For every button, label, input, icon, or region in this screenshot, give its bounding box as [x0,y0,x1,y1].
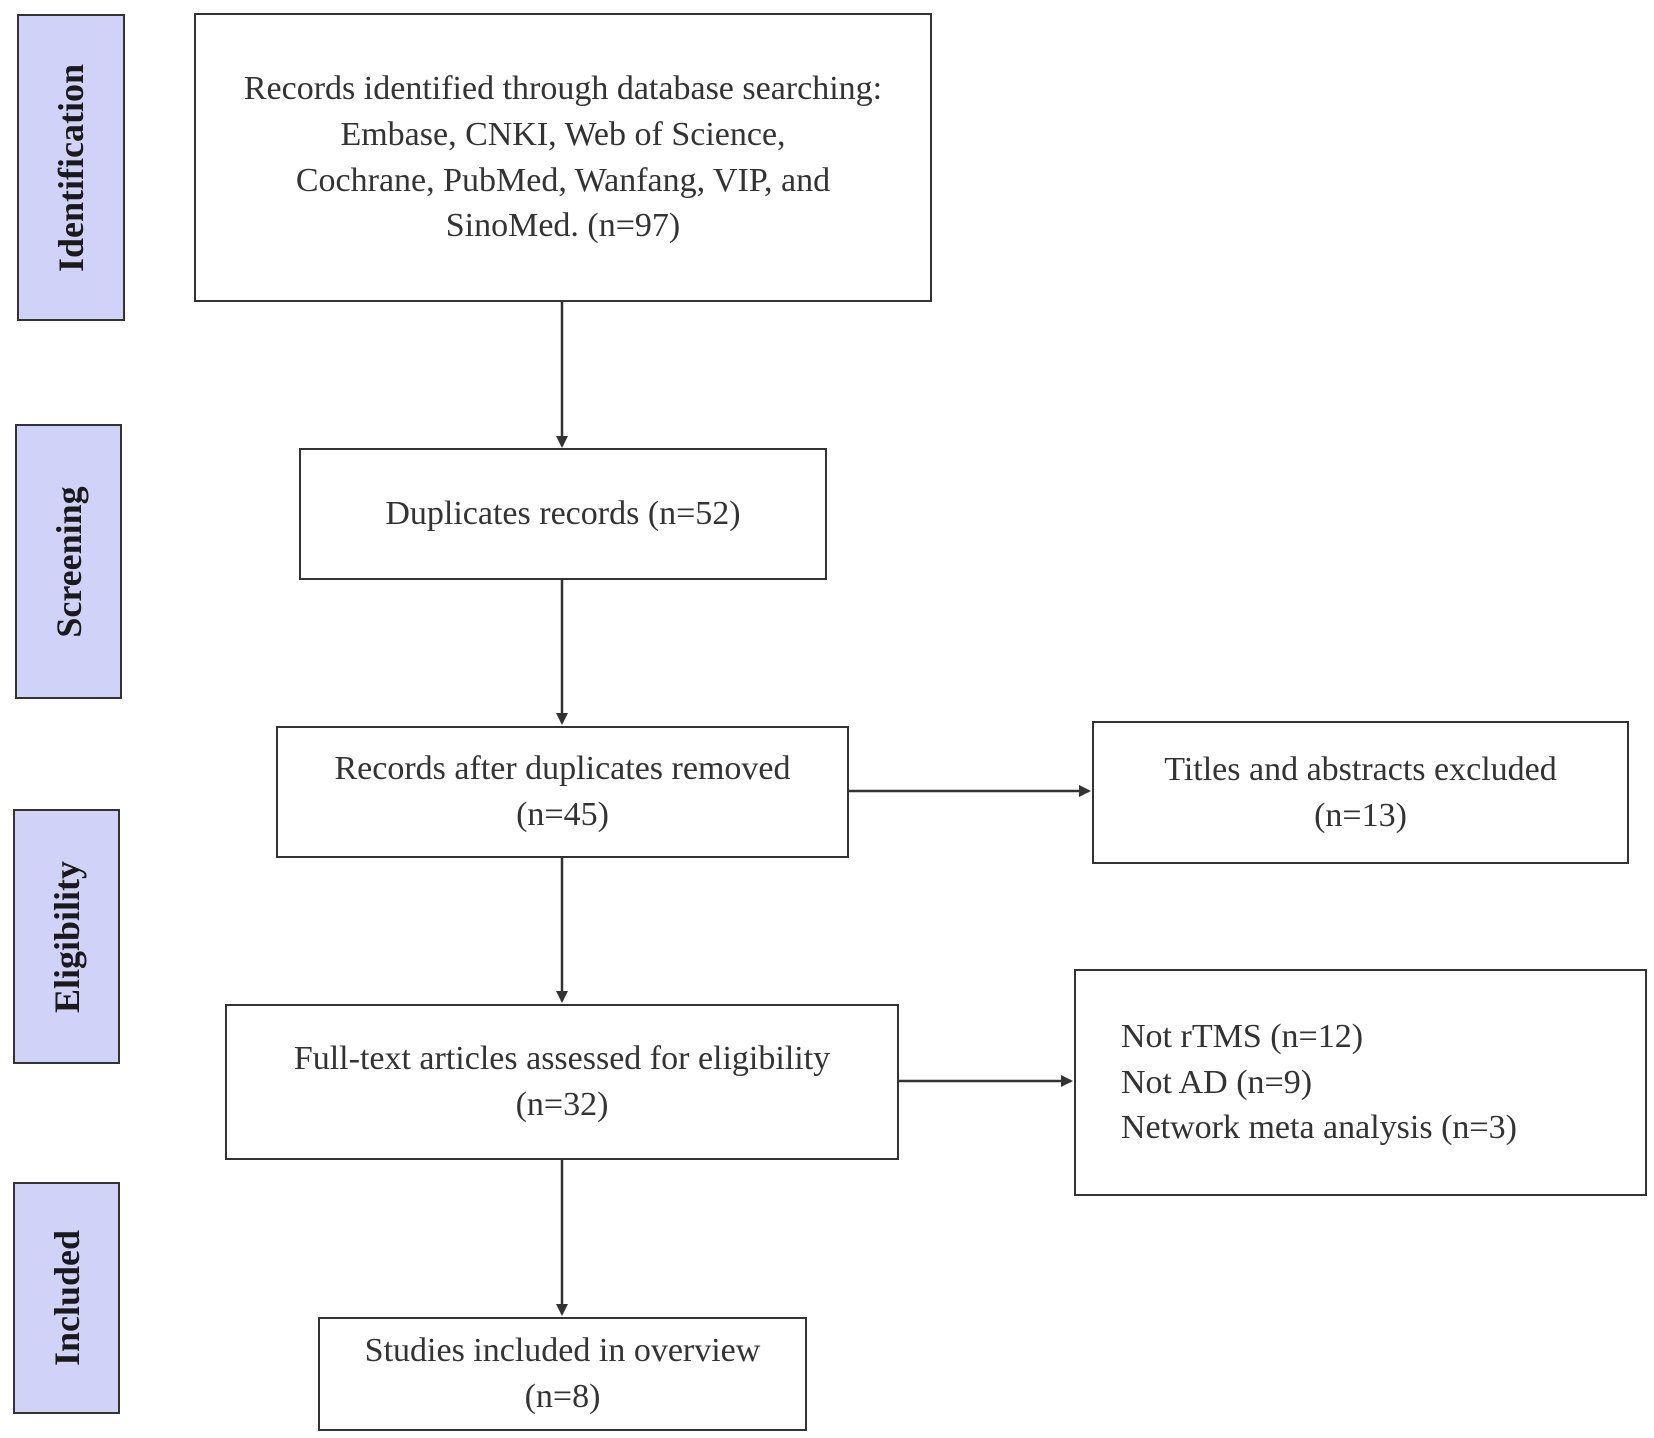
stage-eligibility-label: Eligibility [46,860,87,1013]
full-text-excluded-box: Not rTMS (n=12) Not AD (n=9) Network met… [1074,969,1647,1196]
records-identified-box: Records identified through database sear… [194,13,932,302]
after-duplicates-line-1: Records after duplicates removed [334,750,791,788]
stage-included-label: Included [46,1229,87,1367]
full-text-excluded-line-2: Not AD (n=9) [1121,1063,1313,1101]
stage-eligibility: Eligibility [13,809,120,1064]
records-identified-line-1: Records identified through database sear… [243,69,883,107]
stage-identification-label: Identification [51,63,91,272]
titles-excluded-box: Titles and abstracts excluded (n=13) [1092,721,1629,864]
included-box: Studies included in overview (n=8) [318,1317,807,1431]
records-identified-line-2: Embase, CNKI, Web of Science, [340,115,786,153]
records-identified-line-4: SinoMed. (n=97) [445,207,681,245]
stage-identification: Identification [17,14,125,321]
stage-screening-label: Screening [48,485,89,638]
full-text-excluded-line-3: Network meta analysis (n=3) [1121,1109,1517,1147]
full-text-line-2: (n=32) [515,1086,609,1123]
full-text-box: Full-text articles assessed for eligibil… [225,1004,899,1160]
included-line-1: Studies included in overview [364,1332,761,1370]
records-identified-line-3: Cochrane, PubMed, Wanfang, VIP, and [295,161,831,199]
titles-excluded-line-2: (n=13) [1314,796,1407,834]
stage-screening: Screening [15,424,122,699]
stage-included: Included [13,1182,120,1414]
included-line-2: (n=8) [524,1378,601,1415]
after-duplicates-box: Records after duplicates removed (n=45) [276,726,849,858]
after-duplicates-line-2: (n=45) [516,796,609,833]
duplicates-line-1: Duplicates records (n=52) [385,495,741,533]
duplicates-box: Duplicates records (n=52) [299,448,827,580]
titles-excluded-line-1: Titles and abstracts excluded [1164,750,1557,788]
full-text-line-1: Full-text articles assessed for eligibil… [293,1040,831,1078]
full-text-excluded-line-1: Not rTMS (n=12) [1121,1017,1364,1055]
